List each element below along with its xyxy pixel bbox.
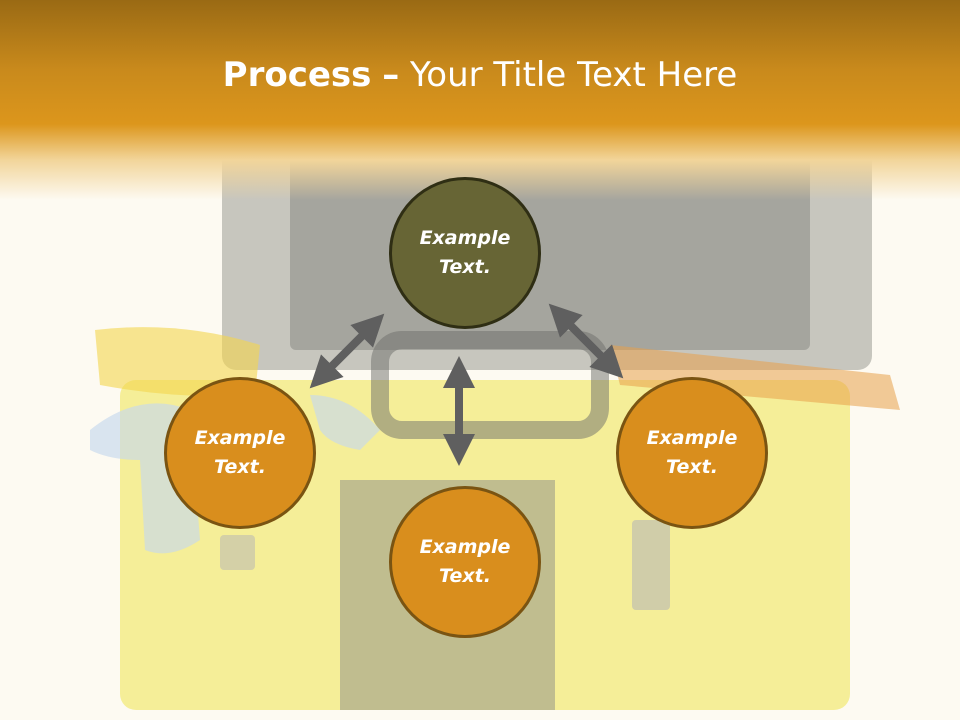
node-right[interactable]: Example Text. <box>616 377 768 529</box>
title-bold-word: Process <box>222 55 372 95</box>
node-left[interactable]: Example Text. <box>164 377 316 529</box>
node-left-text: Example Text. <box>194 427 286 478</box>
node-bottom-text: Example Text. <box>419 536 511 587</box>
node-top-text: Example Text. <box>419 227 511 278</box>
title-separator: – <box>382 55 400 95</box>
node-top[interactable]: Example Text. <box>389 177 541 329</box>
title-rest: Your Title Text Here <box>410 55 738 95</box>
title-banner <box>0 0 960 200</box>
node-bottom[interactable]: Example Text. <box>389 486 541 638</box>
node-right-text: Example Text. <box>646 427 738 478</box>
slide-title[interactable]: Process – Your Title Text Here <box>0 52 960 98</box>
